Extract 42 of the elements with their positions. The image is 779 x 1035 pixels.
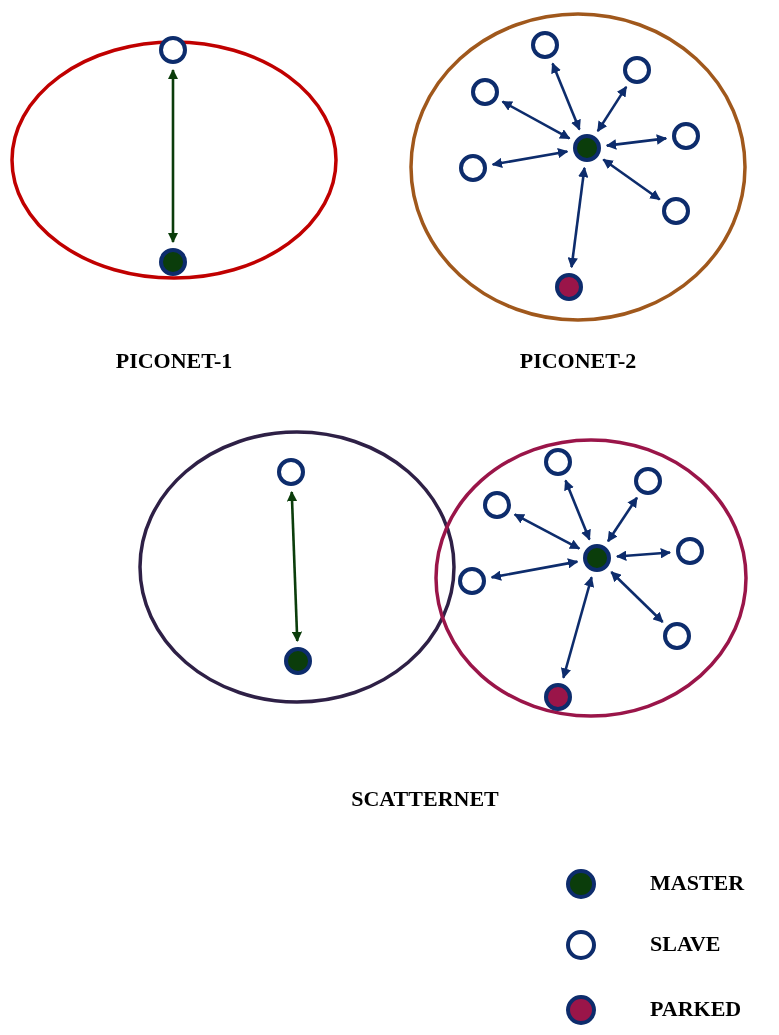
slave-node [159, 36, 187, 64]
double-arrow [567, 166, 589, 269]
slave-node [634, 467, 662, 495]
network-label: PICONET-2 [518, 348, 638, 374]
double-arrow [605, 134, 668, 150]
legend-label: PARKED [650, 996, 742, 1022]
slave-node [459, 154, 487, 182]
master-node [583, 544, 611, 572]
double-arrow [596, 85, 628, 133]
double-arrow [606, 496, 639, 543]
network-label: PICONET-1 [114, 348, 234, 374]
double-arrow [491, 147, 569, 169]
network-label: SCATTERNET [350, 786, 500, 812]
double-arrow [564, 479, 591, 541]
master-node [573, 134, 601, 162]
slave-node [471, 78, 499, 106]
double-arrow [501, 100, 571, 140]
slave-node [676, 537, 704, 565]
double-arrow [490, 558, 579, 581]
slave-node [672, 122, 700, 150]
double-arrow [286, 490, 303, 643]
legend-label: MASTER [650, 870, 745, 896]
slave-node [483, 491, 511, 519]
slave-node [277, 458, 305, 486]
master-node [284, 647, 312, 675]
parked-node [544, 683, 572, 711]
double-arrow [551, 62, 581, 131]
master-node [159, 248, 187, 276]
double-arrow [167, 68, 179, 244]
legend-label: SLAVE [650, 931, 721, 957]
double-arrow [610, 571, 664, 623]
parked-node [555, 273, 583, 301]
slave-node [531, 31, 559, 59]
double-arrow [513, 513, 581, 550]
double-arrow [602, 158, 661, 201]
double-arrow [615, 548, 672, 561]
slave-node [544, 448, 572, 476]
slave-node [662, 197, 690, 225]
slave-node [623, 56, 651, 84]
slave-node [663, 622, 691, 650]
double-arrow [560, 576, 595, 679]
slave-node [458, 567, 486, 595]
